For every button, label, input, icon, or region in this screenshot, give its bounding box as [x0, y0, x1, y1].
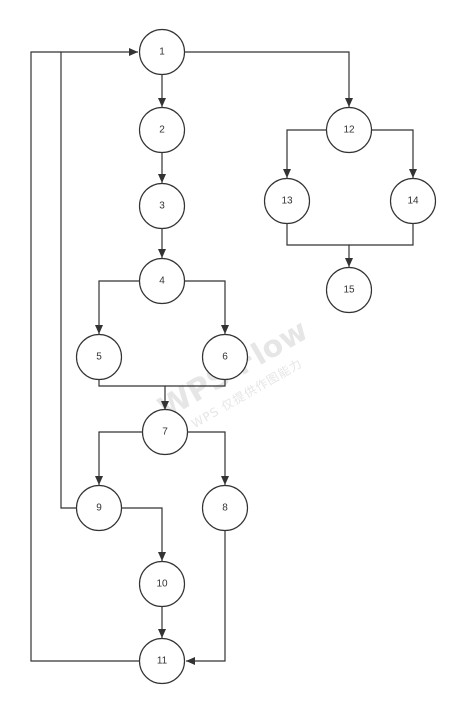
- node-15: 15: [325, 266, 373, 314]
- node-6-label: 6: [222, 352, 228, 363]
- node-10-label: 10: [156, 579, 168, 590]
- node-7-label: 7: [162, 427, 168, 438]
- node-9-label: 9: [96, 503, 102, 514]
- edge-8-11: [186, 531, 226, 665]
- node-10: 10: [138, 560, 186, 608]
- edge-11-1: [30, 51, 139, 662]
- node-13: 13: [263, 177, 311, 225]
- node-4: 4: [138, 257, 186, 305]
- node-12-label: 12: [343, 125, 355, 136]
- nodes: 1 2 3 4 5 6 7 8 9 10 11 12 13 14 15: [75, 28, 437, 685]
- node-1-label: 1: [159, 47, 165, 58]
- edge-5-7: [98, 379, 169, 410]
- edge-4-6: [185, 280, 229, 334]
- edge-7-9: [95, 431, 142, 485]
- node-12: 12: [325, 106, 373, 154]
- edge-6-7: [165, 379, 226, 387]
- node-4-label: 4: [159, 276, 165, 287]
- node-1: 1: [138, 28, 186, 76]
- edge-7-8: [188, 431, 229, 485]
- node-5-label: 5: [96, 352, 102, 363]
- node-11-label: 11: [157, 656, 168, 667]
- edge-13-15: [286, 224, 353, 267]
- node-14: 14: [389, 177, 437, 225]
- node-8-label: 8: [222, 503, 228, 514]
- edge-9-1: [60, 48, 138, 509]
- node-3: 3: [138, 182, 186, 230]
- node-5: 5: [75, 333, 123, 381]
- edges: [30, 48, 417, 665]
- node-6: 6: [201, 333, 249, 381]
- edge-12-13: [283, 129, 327, 178]
- edge-1-12: [185, 51, 353, 107]
- edge-4-5: [95, 280, 139, 334]
- node-7: 7: [141, 408, 189, 456]
- node-11: 11: [138, 637, 186, 685]
- node-9: 9: [75, 484, 123, 532]
- node-14-label: 14: [407, 196, 419, 207]
- node-2-label: 2: [159, 125, 165, 136]
- node-8: 8: [201, 484, 249, 532]
- edge-9-10: [122, 507, 166, 561]
- node-13-label: 13: [281, 196, 293, 207]
- node-15-label: 15: [343, 285, 355, 296]
- edge-12-14: [372, 129, 417, 178]
- edge-14-15: [349, 224, 414, 246]
- node-2: 2: [138, 106, 186, 154]
- node-3-label: 3: [159, 201, 165, 212]
